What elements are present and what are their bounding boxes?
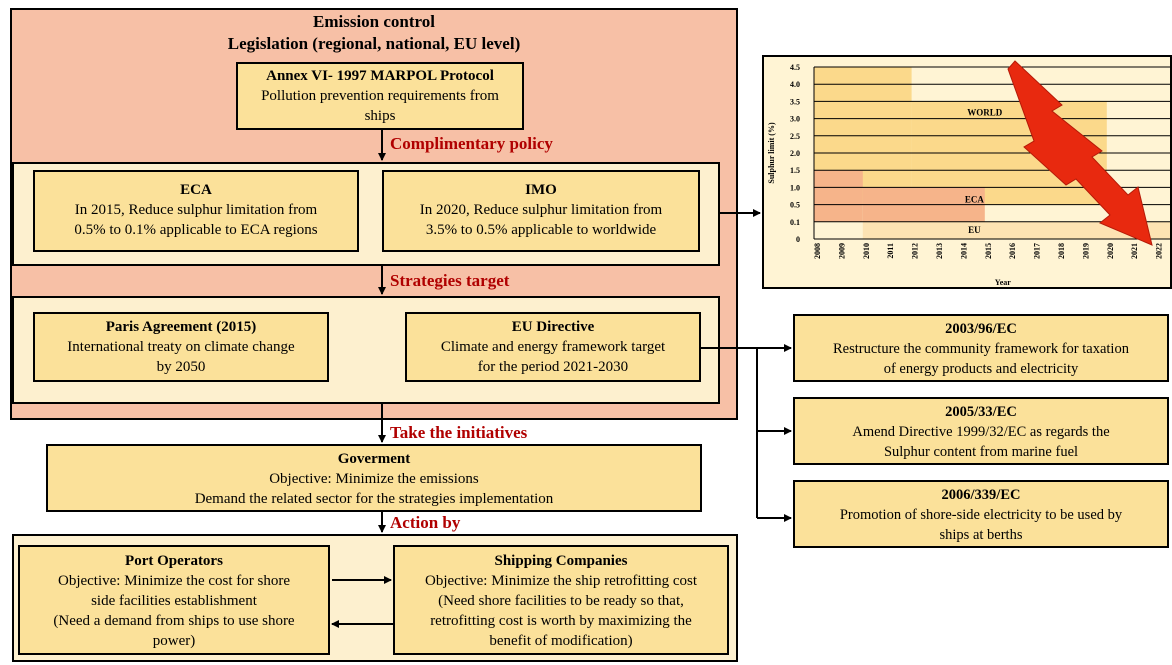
paris-line1: International treaty on climate change <box>67 339 295 355</box>
marpol-box: Annex VI- 1997 MARPOL Protocol Pollution… <box>236 62 524 130</box>
x-tick-label: 2017 <box>1033 243 1042 259</box>
government-box: Goverment Objective: Minimize the emissi… <box>46 444 702 512</box>
directive-2003-title: 2003/96/EC <box>945 321 1017 337</box>
y-tick-label: 2.0 <box>790 149 800 158</box>
y-tick-label: 0.5 <box>790 201 800 210</box>
marpol-line1: Pollution prevention requirements from <box>261 88 499 104</box>
eca-line2: 0.5% to 0.1% applicable to ECA regions <box>74 222 318 238</box>
eu-area-0 <box>862 221 1170 239</box>
paris-title: Paris Agreement (2015) <box>105 319 257 335</box>
y-tick-label: 0 <box>796 235 800 244</box>
x-tick-label: 2010 <box>862 243 871 259</box>
x-tick-label: 2020 <box>1106 243 1115 259</box>
eu-directive-line1: Climate and energy framework target <box>440 339 666 355</box>
y-tick-label: 3.0 <box>790 115 800 124</box>
port-operators-box: Port Operators Objective: Minimize the c… <box>18 545 330 655</box>
eca-box: ECA In 2015, Reduce sulphur limitation f… <box>33 170 359 252</box>
directive-2006-line1: Promotion of shore-side electricity to b… <box>839 507 1123 523</box>
emission-control-title: Emission control Legislation (regional, … <box>10 11 738 55</box>
port-line1: Objective: Minimize the cost for shore <box>57 573 291 589</box>
y-tick-label: 2.5 <box>790 132 800 141</box>
shipping-companies-box: Shipping Companies Objective: Minimize t… <box>393 545 729 655</box>
imo-line1: In 2020, Reduce sulphur limitation from <box>419 202 663 218</box>
x-tick-label: 2018 <box>1057 243 1066 259</box>
directive-2003-line1: Restructure the community framework for … <box>833 341 1129 357</box>
label-strategies: Strategies target <box>390 271 510 290</box>
eca-line1: In 2015, Reduce sulphur limitation from <box>74 202 318 218</box>
x-tick-label: 2013 <box>935 243 944 259</box>
directive-2005-line2: Sulphur content from marine fuel <box>883 444 1079 460</box>
x-tick-label: 2012 <box>911 243 920 259</box>
label-action: Action by <box>390 513 461 532</box>
marpol-line2: ships <box>364 108 396 124</box>
directive-2003-line2: of energy products and electricity <box>883 361 1079 377</box>
series-label-eca: ECA <box>965 195 985 205</box>
y-tick-label: 4.0 <box>790 80 800 89</box>
y-axis-label: Sulphur limit (%) <box>767 122 776 184</box>
x-tick-label: 2008 <box>813 243 822 259</box>
government-line1: Objective: Minimize the emissions <box>269 471 479 487</box>
x-tick-label: 2022 <box>1155 243 1164 259</box>
x-tick-label: 2014 <box>959 243 968 259</box>
imo-box: IMO In 2020, Reduce sulphur limitation f… <box>382 170 700 252</box>
directive-2005-title: 2005/33/EC <box>945 404 1017 420</box>
y-tick-label: 1.0 <box>790 183 800 192</box>
y-tick-label: 1.5 <box>790 166 800 175</box>
eca-title: ECA <box>180 182 212 198</box>
series-label-world: WORLD <box>967 108 1003 118</box>
label-complimentary: Complimentary policy <box>390 134 553 153</box>
paris-box: Paris Agreement (2015) International tre… <box>33 312 329 382</box>
eu-directive-line2: for the period 2021-2030 <box>477 359 629 375</box>
shipping-line2: (Need shore facilities to be ready so th… <box>438 593 684 609</box>
shipping-line1: Objective: Minimize the ship retrofittin… <box>424 573 698 589</box>
x-tick-label: 2016 <box>1008 243 1017 259</box>
government-title: Goverment <box>337 451 411 467</box>
shipping-line4: benefit of modification) <box>489 633 633 649</box>
paris-line2: by 2050 <box>156 359 206 375</box>
connector-eu-branch <box>701 347 758 518</box>
title-text: Emission control <box>312 12 435 31</box>
x-tick-label: 2015 <box>984 243 993 259</box>
x-tick-label: 2021 <box>1130 243 1139 259</box>
port-line3: (Need a demand from ships to use shore <box>53 613 295 629</box>
x-tick-label: 2009 <box>837 243 846 259</box>
series-label-eu: EU <box>968 225 981 235</box>
y-tick-label: 4.5 <box>790 63 800 72</box>
subtitle-text: Legislation (regional, national, EU leve… <box>227 34 521 53</box>
shipping-title: Shipping Companies <box>494 553 628 569</box>
imo-title: IMO <box>525 182 557 198</box>
red-trend-arrow <box>1007 60 1153 246</box>
eca-area-0 <box>814 170 863 222</box>
port-line4: power) <box>152 633 196 649</box>
port-line2: side facilities establishment <box>91 593 257 609</box>
directive-2005-line1: Amend Directive 1999/32/EC as regards th… <box>852 424 1110 440</box>
x-tick-label: 2019 <box>1081 243 1090 259</box>
eu-directive-box: EU Directive Climate and energy framewor… <box>405 312 701 382</box>
x-tick-label: 2011 <box>886 243 895 259</box>
directive-2006-box: 2006/339/EC Promotion of shore-side elec… <box>793 480 1169 548</box>
directive-2003-box: 2003/96/EC Restructure the community fra… <box>793 314 1169 382</box>
marpol-title: Annex VI- 1997 MARPOL Protocol <box>266 68 494 84</box>
shipping-line3: retrofitting cost is worth by maximizing… <box>430 613 692 629</box>
x-axis-label: Year <box>995 278 1011 287</box>
directive-2006-title: 2006/339/EC <box>941 487 1021 503</box>
y-tick-label: 0.1 <box>790 218 800 227</box>
label-initiatives: Take the initiatives <box>390 423 528 442</box>
directive-2005-box: 2005/33/EC Amend Directive 1999/32/EC as… <box>793 397 1169 465</box>
y-tick-label: 3.5 <box>790 97 800 106</box>
government-line2: Demand the related sector for the strate… <box>194 491 554 507</box>
directive-2006-line2: ships at berths <box>939 527 1023 543</box>
port-title: Port Operators <box>125 553 223 569</box>
eu-directive-title: EU Directive <box>511 319 595 335</box>
imo-line2: 3.5% to 0.5% applicable to worldwide <box>425 222 657 238</box>
sulphur-limit-chart: 4.5 4.0 3.5 3.0 2.5 2.0 1.5 1.0 0.5 0.1 0 2008 2009 2… <box>762 55 1172 289</box>
